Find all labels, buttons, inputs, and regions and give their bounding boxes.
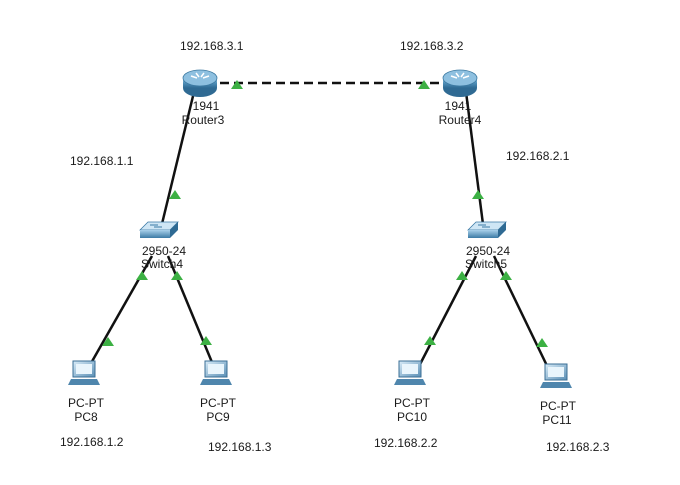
pc-icon[interactable] <box>68 360 100 385</box>
ip-label-router4-serial: 192.168.3.2 <box>400 39 464 53</box>
device-labels: 1941 Router3 1941 Router4 2950-24 Switch… <box>68 99 577 427</box>
pc-icon[interactable] <box>394 360 426 385</box>
ip-label-router4-lan: 192.168.2.1 <box>506 149 570 163</box>
pc11-name: PC11 <box>542 413 571 427</box>
link-router3-switch4[interactable] <box>158 91 196 233</box>
switch5-model: 2950-24 <box>466 244 510 258</box>
switch-icon[interactable] <box>467 221 507 238</box>
switch5-name: Switch5 <box>465 257 507 271</box>
ip-label-pc11: 192.168.2.3 <box>546 440 610 454</box>
switch4-model: 2950-24 <box>142 244 186 258</box>
pc-icon[interactable] <box>540 363 572 388</box>
port-light-up <box>500 271 512 280</box>
pc9-model: PC-PT <box>200 396 237 410</box>
router4-name: Router4 <box>439 113 482 127</box>
pc8-model: PC-PT <box>68 396 105 410</box>
router3-model: 1941 <box>193 99 220 113</box>
port-light-up <box>424 336 436 345</box>
router4-model: 1941 <box>445 99 472 113</box>
port-light-up <box>456 271 468 280</box>
link-router4-switch5[interactable] <box>464 91 486 233</box>
port-light-up <box>418 80 430 89</box>
port-light-up <box>169 190 181 199</box>
ip-labels: 192.168.3.1 192.168.3.2 192.168.1.1 192.… <box>60 39 610 454</box>
port-light-up <box>472 190 484 199</box>
pc11-model: PC-PT <box>540 399 577 413</box>
switch4-name: Switch4 <box>141 257 183 271</box>
pc-icon[interactable] <box>200 360 232 385</box>
ip-label-router3-lan: 192.168.1.1 <box>70 154 134 168</box>
port-light-up <box>536 338 548 347</box>
port-light-up <box>102 337 114 346</box>
port-light-up <box>171 271 183 280</box>
link-switch5-pc11[interactable] <box>492 255 552 373</box>
port-light-up <box>200 336 212 345</box>
ip-label-router3-serial: 192.168.3.1 <box>180 39 244 53</box>
pc10-name: PC10 <box>397 410 427 424</box>
ip-label-pc8: 192.168.1.2 <box>60 435 124 449</box>
link-switch5-pc10[interactable] <box>414 255 478 373</box>
pc8-name: PC8 <box>74 410 98 424</box>
switch-icon[interactable] <box>139 221 179 238</box>
ip-label-pc10: 192.168.2.2 <box>374 436 438 450</box>
port-light-up <box>231 80 243 89</box>
port-light-up <box>136 271 148 280</box>
pc9-name: PC9 <box>206 410 230 424</box>
router-icon[interactable] <box>442 69 478 97</box>
ip-label-pc9: 192.168.1.3 <box>208 440 272 454</box>
link-switch4-pc9[interactable] <box>166 255 218 373</box>
port-lights <box>102 80 548 347</box>
router3-name: Router3 <box>182 113 225 127</box>
router-icon[interactable] <box>182 69 218 97</box>
pc10-model: PC-PT <box>394 396 431 410</box>
